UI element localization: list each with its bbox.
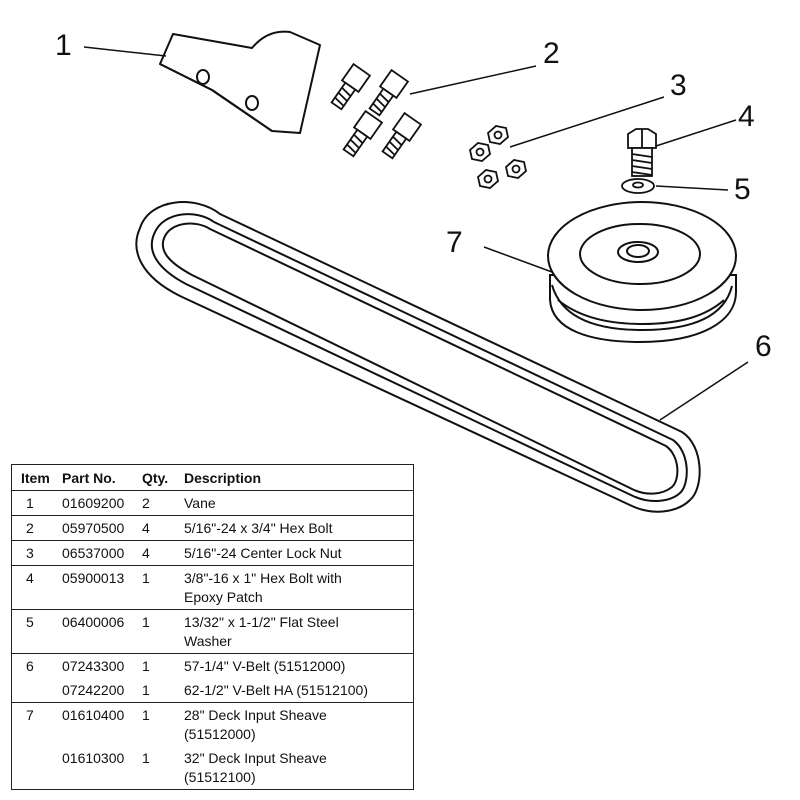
table-group-item-3: 3 06537000 4 5/16"-24 Center Lock Nut [12, 540, 413, 566]
quantity: 2 [142, 490, 184, 516]
description: 62-1/2" V-Belt HA (51512100) [184, 678, 413, 703]
quantity: 1 [142, 609, 184, 654]
part-number: 05900013 [62, 565, 142, 610]
table-row: 01610300 1 32" Deck Input Sheave (515121… [12, 746, 413, 789]
vane-part [83, 30, 321, 134]
callout-1: 1 [55, 29, 72, 62]
part-number: 06537000 [62, 540, 142, 566]
table-row: 5 06400006 1 13/32" x 1-1/2" Flat Steel … [12, 609, 413, 654]
item-number: 1 [12, 490, 62, 516]
description: 5/16"-24 x 3/4" Hex Bolt [184, 515, 413, 541]
table-group-item-6: 6 07243300 1 57-1/4" V-Belt (51512000) 0… [12, 654, 413, 703]
quantity: 1 [142, 750, 150, 766]
item-number: 7 [26, 707, 34, 723]
v-belt-part [135, 201, 749, 513]
description: Vane [184, 490, 413, 516]
table-row: 6 07243300 1 57-1/4" V-Belt (51512000) [12, 654, 413, 679]
quantity: 4 [142, 540, 184, 566]
description: 28" Deck Input Sheave (51512000) [184, 707, 327, 742]
hex-bolts-part [330, 62, 537, 160]
callout-4: 4 [738, 100, 755, 133]
quantity: 1 [142, 707, 150, 723]
part-number: 07242200 [62, 678, 142, 703]
table-row: 07242200 1 62-1/2" V-Belt HA (51512100) [12, 678, 413, 703]
callout-3: 3 [670, 69, 687, 102]
quantity: 1 [142, 565, 184, 610]
header-part-no: Part No. [62, 465, 142, 491]
table-group-item-5: 5 06400006 1 13/32" x 1-1/2" Flat Steel … [12, 609, 413, 654]
header-description: Description [184, 465, 413, 491]
table-row: 1 01609200 2 Vane [12, 490, 413, 516]
item-number: 4 [12, 565, 62, 610]
part-number: 01610300 [62, 750, 125, 766]
item-number: 6 [26, 658, 34, 674]
table-row: 7 01610400 1 28" Deck Input Sheave (5151… [12, 703, 413, 747]
flat-washer-part [621, 178, 729, 194]
callout-2: 2 [543, 37, 560, 70]
parts-list-table: Item Part No. Qty. Description 1 0160920… [11, 464, 414, 790]
table-header-row: Item Part No. Qty. Description [12, 465, 413, 491]
quantity: 1 [142, 658, 150, 674]
header-item: Item [12, 465, 62, 491]
description: 32" Deck Input Sheave (51512100) [184, 750, 327, 785]
quantity: 1 [142, 678, 184, 703]
part-number: 07243300 [62, 658, 125, 674]
sheave-pulley-part [483, 201, 737, 344]
description: 5/16"-24 Center Lock Nut [184, 540, 413, 566]
item-number: 3 [12, 540, 62, 566]
part-number: 01609200 [62, 490, 142, 516]
item-number: 2 [12, 515, 62, 541]
description: 3/8"-16 x 1" Hex Bolt with Epoxy Patch [184, 565, 413, 610]
table-row: 3 06537000 4 5/16"-24 Center Lock Nut [12, 540, 413, 566]
description: 13/32" x 1-1/2" Flat Steel Washer [184, 609, 413, 654]
table-row: 4 05900013 1 3/8"-16 x 1" Hex Bolt with … [12, 565, 413, 610]
part-number: 01610400 [62, 707, 125, 723]
description: 57-1/4" V-Belt (51512000) [184, 658, 346, 674]
item-number: 5 [12, 609, 62, 654]
quantity: 4 [142, 515, 184, 541]
table-group-item-7: 7 01610400 1 28" Deck Input Sheave (5151… [12, 703, 413, 790]
callout-6: 6 [755, 330, 772, 363]
table-group-item-4: 4 05900013 1 3/8"-16 x 1" Hex Bolt with … [12, 565, 413, 610]
epoxy-hex-bolt-part [627, 119, 737, 177]
table-group-item-1: 1 01609200 2 Vane [12, 490, 413, 516]
table-group-item-2: 2 05970500 4 5/16"-24 x 3/4" Hex Bolt [12, 515, 413, 541]
callout-7: 7 [446, 226, 463, 259]
header-qty: Qty. [142, 465, 184, 491]
part-number: 05970500 [62, 515, 142, 541]
part-number: 06400006 [62, 609, 142, 654]
lock-nuts-part [469, 96, 665, 189]
callout-5: 5 [734, 173, 751, 206]
table-row: 2 05970500 4 5/16"-24 x 3/4" Hex Bolt [12, 515, 413, 541]
